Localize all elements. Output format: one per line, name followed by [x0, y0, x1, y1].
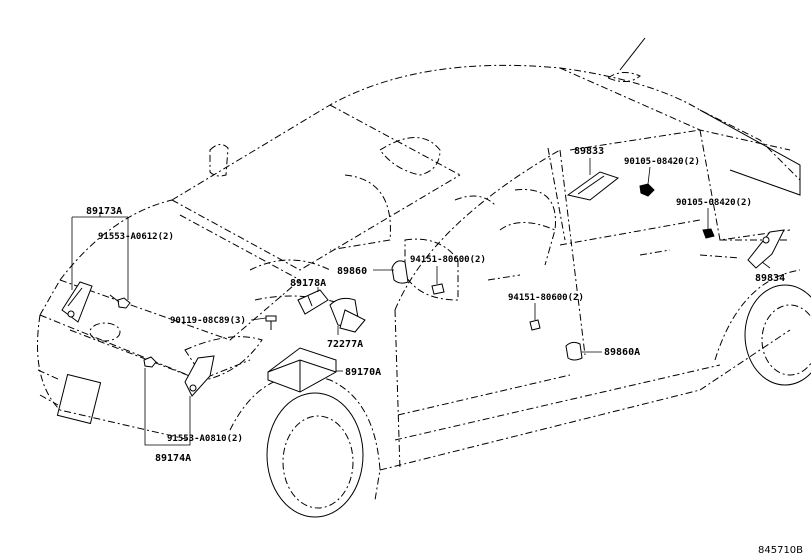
part-89173A-sensor — [61, 281, 93, 323]
part-labels: 89173A 91553-A0612(2) 89178A 90119-08C89… — [86, 146, 785, 464]
label-89834: 89834 — [755, 273, 785, 284]
part-89833-sensor — [566, 171, 620, 201]
clip-94151-80600-mid — [529, 319, 541, 331]
diagram-code: 845710B — [758, 545, 803, 556]
label-94151-80600-mid: 94151-80600(2) — [508, 293, 584, 303]
label-89174A: 89174A — [155, 453, 191, 464]
part-89860-sensor — [391, 260, 409, 284]
part-89174A-sensor — [184, 355, 215, 397]
label-89860A: 89860A — [604, 347, 640, 358]
part-89834-sensor — [747, 229, 785, 269]
label-90105-08420-right: 90105-08420(2) — [676, 198, 752, 208]
bolt-90119-08C89 — [265, 315, 277, 330]
leader-lines — [71, 158, 771, 446]
label-90119-08C89: 90119-08C89(3) — [170, 316, 246, 326]
bolt-90105-08420-top — [639, 183, 655, 197]
label-89170A: 89170A — [345, 367, 381, 378]
label-91553-A0810: 91553-A0810(2) — [167, 434, 243, 444]
bolt-90105-08420-right — [702, 228, 715, 239]
bolt-91553-A0612 — [109, 294, 131, 309]
label-91553-A0612: 91553-A0612(2) — [98, 232, 174, 242]
part-89860A-sensor — [565, 341, 583, 361]
label-90105-08420-top: 90105-08420(2) — [624, 157, 700, 167]
label-94151-80600-top: 94151-80600(2) — [410, 255, 486, 265]
part-89178A-sensor — [297, 289, 329, 315]
label-89833: 89833 — [574, 146, 604, 157]
clip-94151-80600-top — [431, 283, 445, 295]
label-89860: 89860 — [337, 266, 367, 277]
label-89178A: 89178A — [290, 278, 326, 289]
bolt-91553-A0810 — [143, 356, 157, 368]
part-72277A-bracket — [329, 297, 366, 333]
label-89173A: 89173A — [86, 206, 122, 217]
part-89170A-airbag-ecu — [267, 347, 337, 393]
label-72277A: 72277A — [327, 339, 363, 350]
